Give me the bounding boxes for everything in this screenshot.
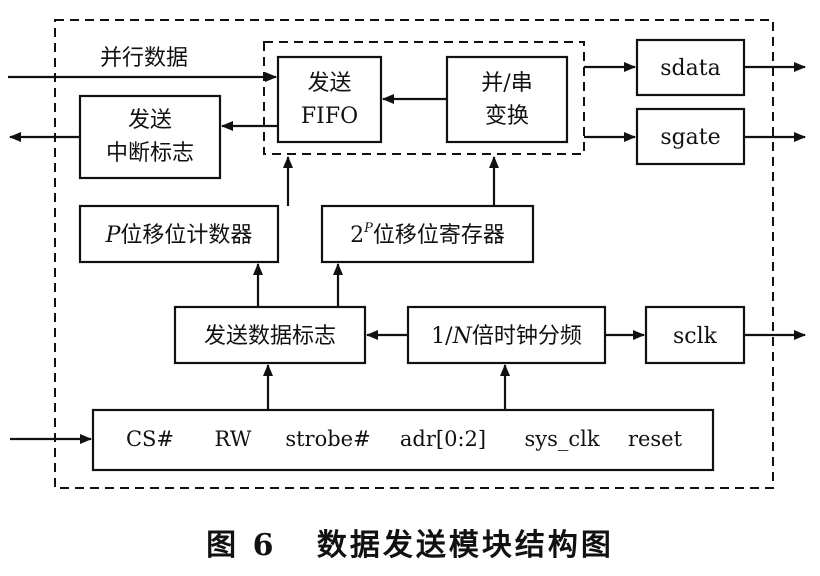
par-ser-label-line2: 变换 (485, 104, 529, 129)
bus-signal-strobe: strobe# (285, 427, 370, 451)
send-fifo-label-line2: FIFO (301, 104, 358, 129)
clock-div-text: 倍时钟分频 (472, 324, 582, 349)
p-counter-text: 位移位计数器 (120, 223, 252, 248)
clock-div-prefix: 1/ (431, 324, 453, 349)
sclk-box (644, 305, 746, 365)
send-interrupt-box (78, 94, 222, 180)
bus-signal-rw: RW (215, 427, 252, 451)
shift-reg-label: 2P位移位寄存器 (350, 221, 505, 248)
bus-signal-reset: reset (628, 427, 683, 451)
n-variable: N (452, 324, 473, 349)
bus-signal-sysclk: sys_clk (524, 427, 599, 451)
par-ser-label-line1: 并/串 (481, 71, 532, 96)
sdata-label: sdata (660, 56, 720, 81)
shift-reg-box (320, 204, 535, 264)
parallel-data-label: 并行数据 (100, 46, 188, 71)
figure-caption: 图 6 数据发送模块结构图 (206, 528, 614, 563)
par-ser-box (445, 55, 569, 144)
sclk-label: sclk (673, 324, 718, 349)
sgate-label: sgate (660, 125, 720, 150)
bus-signal-cs: CS# (126, 427, 174, 451)
send-flag-box (173, 305, 367, 365)
shift-reg-text: 位移位寄存器 (373, 223, 505, 248)
shift-reg-exponent: P (363, 221, 373, 236)
send-flag-label: 发送数据标志 (204, 324, 336, 349)
shift-reg-base: 2 (350, 223, 364, 248)
sdata-box (635, 38, 746, 97)
send-interrupt-label-line1: 发送 (128, 108, 172, 133)
send-interrupt-label-line2: 中断标志 (106, 141, 194, 166)
p-variable: P (105, 223, 122, 248)
clock-div-box (406, 305, 607, 365)
module-boundary (54, 19, 774, 489)
send-fifo-box (276, 55, 383, 144)
bus-box (91, 408, 715, 472)
send-fifo-label-line1: 发送 (307, 71, 351, 96)
p-counter-box (78, 204, 280, 264)
clock-div-label: 1/N倍时钟分频 (431, 324, 582, 349)
fifo-group-boundary (263, 41, 585, 155)
bus-signal-adr: adr[0:2] (400, 427, 486, 451)
p-counter-label: P位移位计数器 (105, 223, 253, 248)
connections (8, 62, 806, 444)
